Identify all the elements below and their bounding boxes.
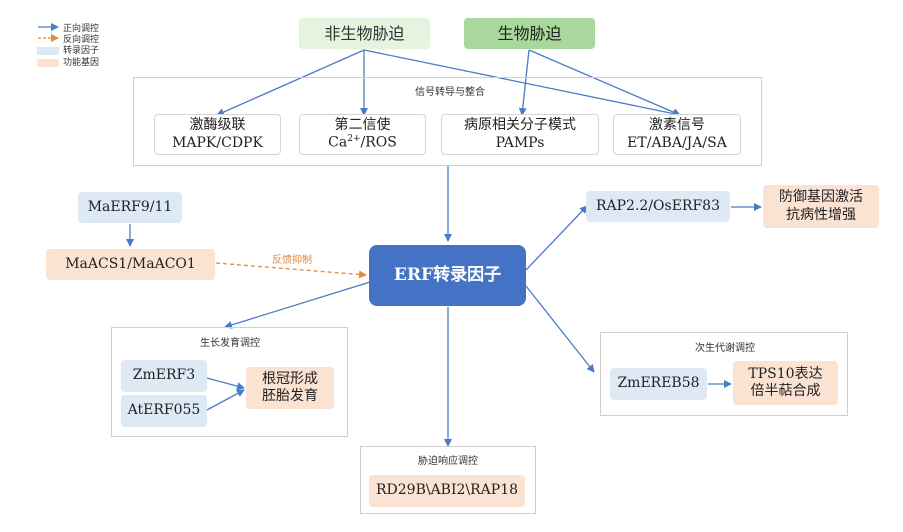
stress-response-frame — [360, 446, 536, 514]
arrow-abiotic-kinase — [216, 49, 365, 116]
secondary-outcome-box: TPS10表达 倍半萜合成 — [733, 361, 838, 405]
signal-kinase-box: 激酶级联 MAPK/CDPK — [154, 114, 281, 155]
erf-center-box: ERF转录因子 — [369, 245, 526, 306]
rap-label: RAP2.2/OsERF83 — [595, 197, 720, 214]
growth-outcome-line1: 根冠形成 — [262, 370, 318, 387]
growth-outcome-line2: 胚胎发育 — [262, 388, 318, 404]
maerf-box: MaERF9/11 — [78, 192, 182, 223]
stress-genes-box: RD29B\ABI2\RAP18 — [369, 475, 525, 507]
secondary-title: 次生代谢调控 — [695, 343, 755, 354]
secondary-outcome-line2: 倍半萜合成 — [750, 383, 821, 399]
abiotic-stress-box: 非生物胁迫 — [299, 18, 430, 49]
feedback-label: 反馈抑制 — [272, 255, 312, 266]
maacs-box: MaACS1/MaACO1 — [46, 249, 215, 280]
legend-positive-label: 正向调控 — [63, 24, 100, 34]
growth-title: 生长发育调控 — [200, 338, 260, 349]
signal-pamps-line1: 病原相关分子模式 — [464, 117, 576, 133]
defense-outcome-box: 防御基因激活 抗病性增强 — [763, 185, 879, 228]
aterf055-label: AtERF055 — [127, 402, 201, 419]
secondary-outcome-line1: TPS10表达 — [748, 365, 823, 382]
erf-center-label: ERF转录因子 — [393, 264, 502, 285]
signal-hormone-line1: 激素信号 — [649, 117, 705, 133]
signal-title: 信号转导与整合 — [415, 87, 485, 98]
signal-kinase-line2: MAPK/CDPK — [172, 134, 263, 151]
stress-genes-label: RD29B\ABI2\RAP18 — [375, 482, 519, 499]
signal-hormone-line2: ET/ABA/JA/SA — [627, 134, 727, 151]
defense-outcome-line2: 抗病性增强 — [786, 206, 856, 223]
biotic-stress-box: 生物胁迫 — [464, 18, 595, 49]
zmereb58-box: ZmEREB58 — [610, 368, 707, 400]
maerf-label: MaERF9/11 — [87, 198, 173, 215]
zmerf3-label: ZmERF3 — [132, 367, 196, 384]
signal-messenger-line2: Ca2+/ROS — [328, 134, 397, 151]
maacs-label: MaACS1/MaACO1 — [65, 255, 196, 272]
arrow-biotic-pamps — [518, 49, 530, 116]
zmerf3-box: ZmERF3 — [121, 360, 207, 392]
signal-frame — [133, 77, 762, 166]
rap-box: RAP2.2/OsERF83 — [586, 191, 730, 222]
legend-gene-swatch — [37, 59, 59, 67]
arrow-erf-defense — [525, 205, 588, 271]
arrow-erf-secondary — [525, 285, 595, 373]
zmereb58-label: ZmEREB58 — [617, 375, 700, 392]
arrow-biotic-hormone — [528, 49, 681, 116]
arrow-erf-growth — [224, 281, 371, 329]
signal-kinase-line1: 激酶级联 — [189, 117, 246, 133]
stress-response-title: 胁迫响应调控 — [418, 456, 478, 467]
signal-messenger-box: 第二信使 Ca2+/ROS — [299, 114, 426, 155]
secondary-frame — [600, 332, 848, 416]
aterf055-box: AtERF055 — [121, 395, 207, 427]
abiotic-stress-label: 非生物胁迫 — [324, 23, 405, 43]
growth-frame — [111, 327, 348, 437]
signal-pamps-line2: PAMPs — [495, 134, 545, 151]
arrow-aterf-outcome — [206, 389, 245, 411]
arrow-zmerf3-outcome — [206, 377, 245, 391]
legend-gene-label: 功能基因 — [63, 58, 100, 68]
defense-outcome-line1: 防御基因激活 — [779, 189, 863, 205]
biotic-stress-label: 生物胁迫 — [497, 23, 562, 43]
arrow-abiotic-hormone — [363, 49, 681, 118]
legend-tf-label: 转录因子 — [63, 46, 100, 56]
legend-negative-label: 反向调控 — [63, 35, 100, 45]
signal-hormone-box: 激素信号 ET/ABA/JA/SA — [613, 114, 741, 155]
signal-pamps-box: 病原相关分子模式 PAMPs — [441, 114, 599, 155]
growth-outcome-box: 根冠形成 胚胎发育 — [246, 367, 334, 409]
signal-messenger-line1: 第二信使 — [334, 116, 391, 133]
legend-tf-swatch — [37, 47, 59, 55]
